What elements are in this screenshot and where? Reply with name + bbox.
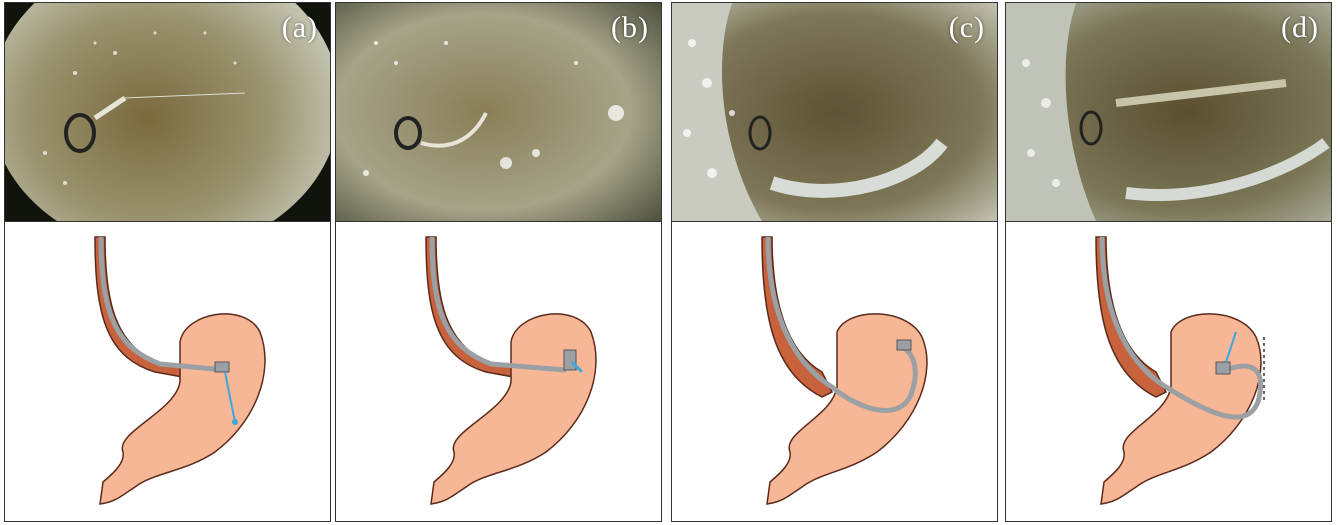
endoscopic-photo-c: (c) bbox=[672, 3, 997, 222]
panel-label: (b) bbox=[611, 11, 649, 45]
panel-c: (c) bbox=[671, 2, 998, 522]
panel-d: (d) bbox=[1005, 2, 1332, 522]
stomach-diagram-b bbox=[336, 222, 661, 520]
endoscopic-photo-d: (d) bbox=[1006, 3, 1331, 222]
panel-a: (a) bbox=[4, 2, 331, 522]
stomach-diagram-d bbox=[1006, 222, 1331, 520]
panel-label: (d) bbox=[1281, 11, 1319, 45]
panel-label: (a) bbox=[282, 11, 318, 45]
panel-label: (c) bbox=[949, 11, 985, 45]
endoscopic-photo-a: (a) bbox=[5, 3, 330, 222]
stomach-diagram-c bbox=[672, 222, 997, 520]
panel-b: (b) bbox=[335, 2, 662, 522]
endoscopic-photo-b: (b) bbox=[336, 3, 661, 222]
stomach-diagram-a bbox=[5, 222, 330, 520]
